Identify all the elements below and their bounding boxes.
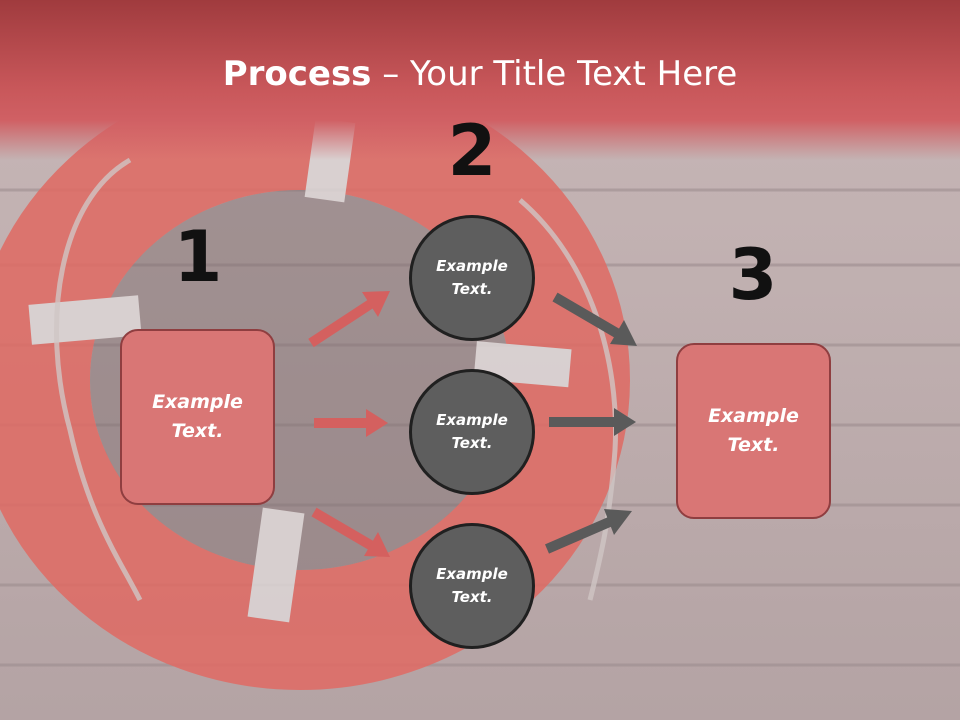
arrow-left-to-bottom [311, 507, 390, 557]
title-band [0, 0, 960, 160]
arrow-top-to-right [552, 292, 637, 346]
circle-step-middle: Example Text. [409, 369, 535, 495]
left-step-text: Example Text. [152, 391, 243, 442]
circle-step-top: Example Text. [409, 215, 535, 341]
step-number-1: 1 [173, 216, 223, 298]
title-bold: Process [222, 54, 372, 94]
circle-text-top: Example Text. [436, 257, 508, 298]
right-step-text: Example Text. [708, 405, 799, 456]
arrow-bottom-to-right [545, 509, 632, 554]
circle-text-bottom: Example Text. [436, 565, 508, 606]
arrow-middle-to-right [549, 408, 636, 436]
step-number-3: 3 [728, 234, 778, 316]
arrow-left-to-middle [314, 409, 388, 437]
left-step-box: Example Text. [120, 329, 275, 505]
step-number-2: 2 [447, 110, 497, 192]
title-rest: – Your Title Text Here [371, 54, 738, 94]
circle-step-bottom: Example Text. [409, 523, 535, 649]
circle-text-middle: Example Text. [436, 411, 508, 452]
page-title: Process – Your Title Text Here [0, 52, 960, 96]
right-step-box: Example Text. [676, 343, 831, 519]
arrow-left-to-top [308, 291, 390, 348]
